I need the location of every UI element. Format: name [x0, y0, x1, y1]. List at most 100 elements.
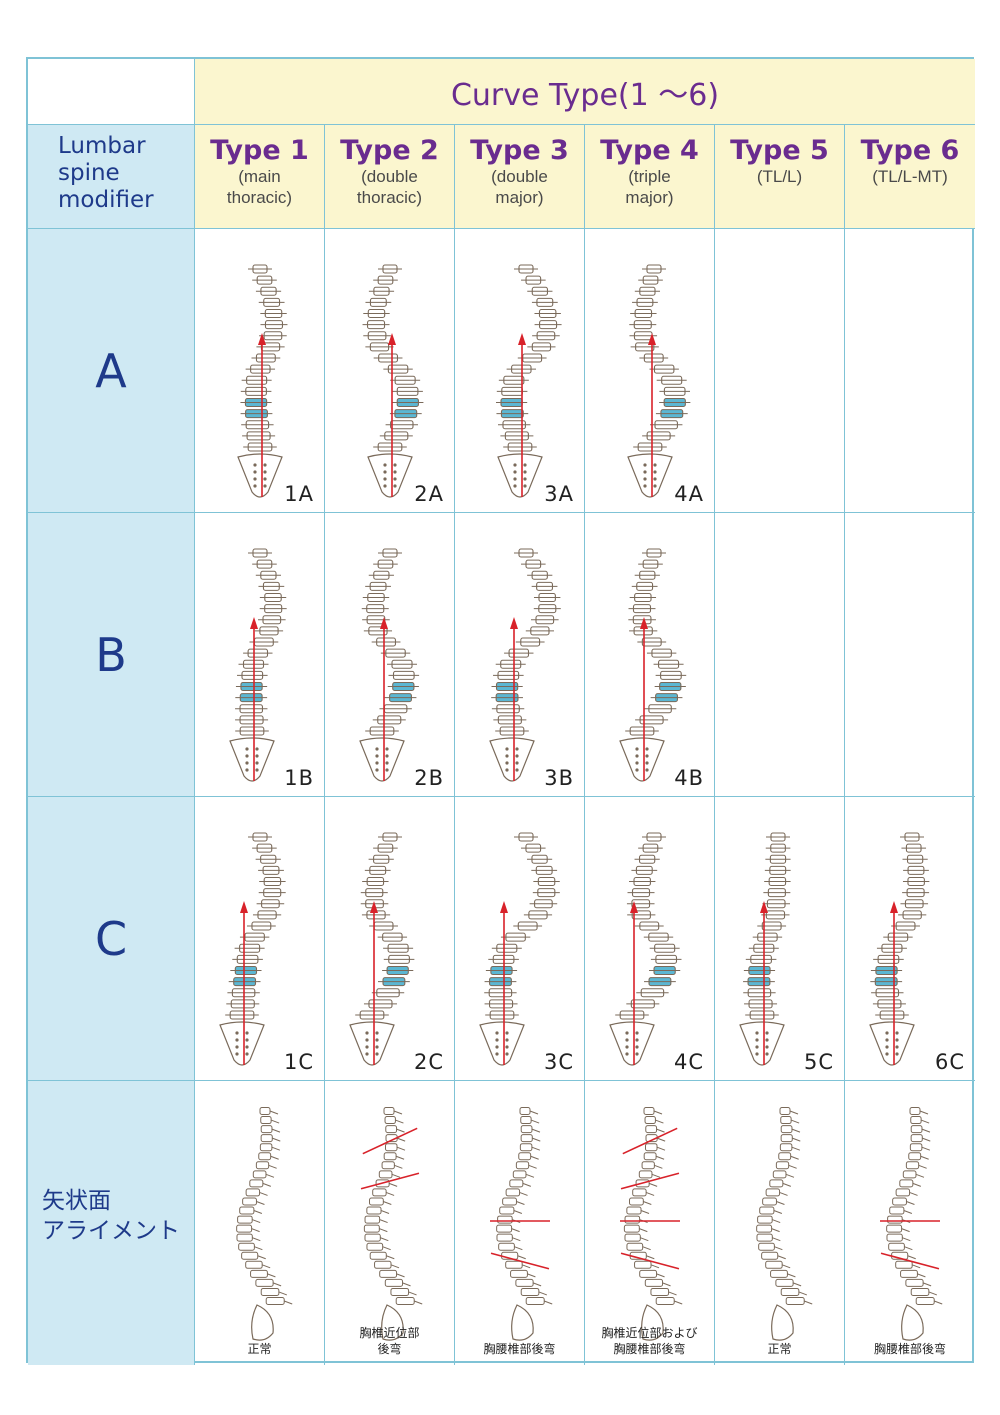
vertebra-shape — [639, 353, 669, 363]
sacral-foramen — [885, 1052, 889, 1056]
sacral-foramen — [515, 747, 519, 751]
spinous-process — [646, 1255, 655, 1260]
vertebra-shape — [245, 364, 276, 374]
spine-cell-2c: 2C — [325, 797, 455, 1081]
vertebra-shape — [503, 442, 537, 452]
spinous-process — [383, 1201, 392, 1205]
vertebra-shape — [910, 1134, 923, 1143]
vertebra-shape — [502, 1197, 517, 1206]
vertebra-shape — [642, 832, 666, 842]
cell-label: 3A — [544, 482, 574, 506]
sacrum-shape — [349, 1021, 395, 1066]
arrow-head-icon — [630, 901, 638, 913]
sacrum-shape — [511, 1304, 534, 1341]
spinous-process — [776, 1201, 785, 1205]
spinous-process — [272, 1282, 282, 1287]
type-3-header: Type 3 (double major) — [455, 125, 585, 229]
vertebra-shape — [383, 943, 414, 953]
vertebra-shape — [510, 1269, 528, 1278]
sacrum-shape — [359, 737, 405, 782]
sacral-foramen — [393, 463, 397, 467]
vertebra-shape — [905, 1278, 924, 1287]
vertebra-shape — [378, 832, 402, 842]
spinous-process — [642, 1246, 651, 1251]
spinous-process — [259, 1191, 268, 1196]
vertebra-shape — [910, 1125, 923, 1134]
vertebra-shape — [497, 1215, 513, 1224]
spinous-process — [269, 1110, 279, 1115]
vertebra-shape — [636, 988, 669, 998]
sacral-foramen — [393, 470, 397, 474]
sagittal-spine-illustration — [490, 1107, 553, 1341]
cobb-angle-line — [360, 1172, 420, 1190]
spinous-process — [522, 1182, 532, 1187]
spine-cell-3a: 3A — [455, 229, 585, 513]
vertebra-shape — [520, 843, 546, 853]
vertebra-shape — [769, 1179, 784, 1188]
sacral-foramen — [245, 1031, 249, 1035]
vertebra-shape — [255, 854, 281, 864]
vertebra-shape — [377, 932, 408, 942]
spinous-process — [380, 1237, 389, 1242]
cell-label: 5C — [803, 1050, 834, 1074]
vertebra-shape — [759, 1206, 775, 1215]
vertebra-shape — [258, 865, 284, 875]
sacral-foramen — [515, 754, 519, 758]
vertebra-shape — [650, 693, 683, 703]
vertebra-shape — [259, 876, 286, 887]
vertebra-shape — [368, 570, 394, 580]
coronal-spine-illustration — [739, 832, 791, 1066]
sacral-foramen — [393, 477, 397, 481]
spinous-process — [928, 1291, 938, 1296]
vertebra-shape — [260, 1116, 272, 1125]
coronal-spine-illustration — [609, 832, 682, 1066]
vertebra-shape — [241, 420, 274, 430]
vertebra-shape — [245, 1260, 263, 1269]
sagittal-caption: 胸腰椎部後弯 — [455, 1341, 584, 1357]
vertebra-shape — [743, 977, 775, 987]
vertebra-shape — [493, 715, 527, 725]
coronal-spine-illustration — [869, 832, 930, 1066]
sacral-foramen — [365, 1031, 369, 1035]
vertebra-shape — [362, 592, 390, 603]
vertebra-shape — [531, 581, 558, 591]
sacrum-shape — [497, 453, 543, 498]
spinous-process — [395, 1119, 404, 1124]
vertebra-shape — [765, 843, 791, 853]
vertebra-shape — [639, 1269, 658, 1278]
vertebra-shape — [780, 1134, 793, 1143]
curve-classification-table: Curve Type(1 ～6) Lumbar spine modifier T… — [26, 57, 975, 1365]
type-name: Type 5 — [730, 135, 829, 166]
arrow-head-icon — [500, 901, 508, 913]
vertebra-shape — [363, 331, 391, 341]
vertebra-shape — [520, 1116, 532, 1125]
spine-cell-1c: 1C — [195, 797, 325, 1081]
vertebra-shape — [887, 1215, 903, 1224]
lumbar-modifier-header: Lumbar spine modifier — [28, 125, 195, 229]
vertebra-shape — [888, 1242, 905, 1251]
vertebra-shape — [641, 1161, 655, 1170]
vertebra-shape — [883, 932, 913, 942]
vertebra-shape — [785, 1297, 805, 1305]
spinous-process — [408, 1291, 417, 1296]
vertebra-shape — [378, 548, 402, 558]
spinous-process — [262, 1182, 272, 1187]
sagittal-cell-5: 正常 — [715, 1081, 845, 1365]
spinous-process — [653, 1110, 663, 1115]
sacral-foramen — [625, 1031, 629, 1035]
vertebra-shape — [631, 581, 658, 591]
vertebra-shape — [642, 431, 676, 441]
vertebra-shape — [655, 670, 687, 680]
spinous-process — [379, 1228, 388, 1233]
vertebra-shape — [900, 1269, 918, 1278]
sacral-foramen — [885, 1031, 889, 1035]
sacral-foramen — [513, 470, 517, 474]
spinous-process — [386, 1255, 395, 1260]
sagittal-spine-illustration — [360, 1107, 423, 1341]
spinous-process — [772, 1237, 781, 1242]
type-4-header: Type 4 (triple major) — [585, 125, 715, 229]
vertebra-shape — [520, 1134, 533, 1143]
vertebra-shape — [891, 921, 920, 931]
vertebra-shape — [873, 954, 904, 964]
vertebra-shape — [241, 1251, 259, 1260]
